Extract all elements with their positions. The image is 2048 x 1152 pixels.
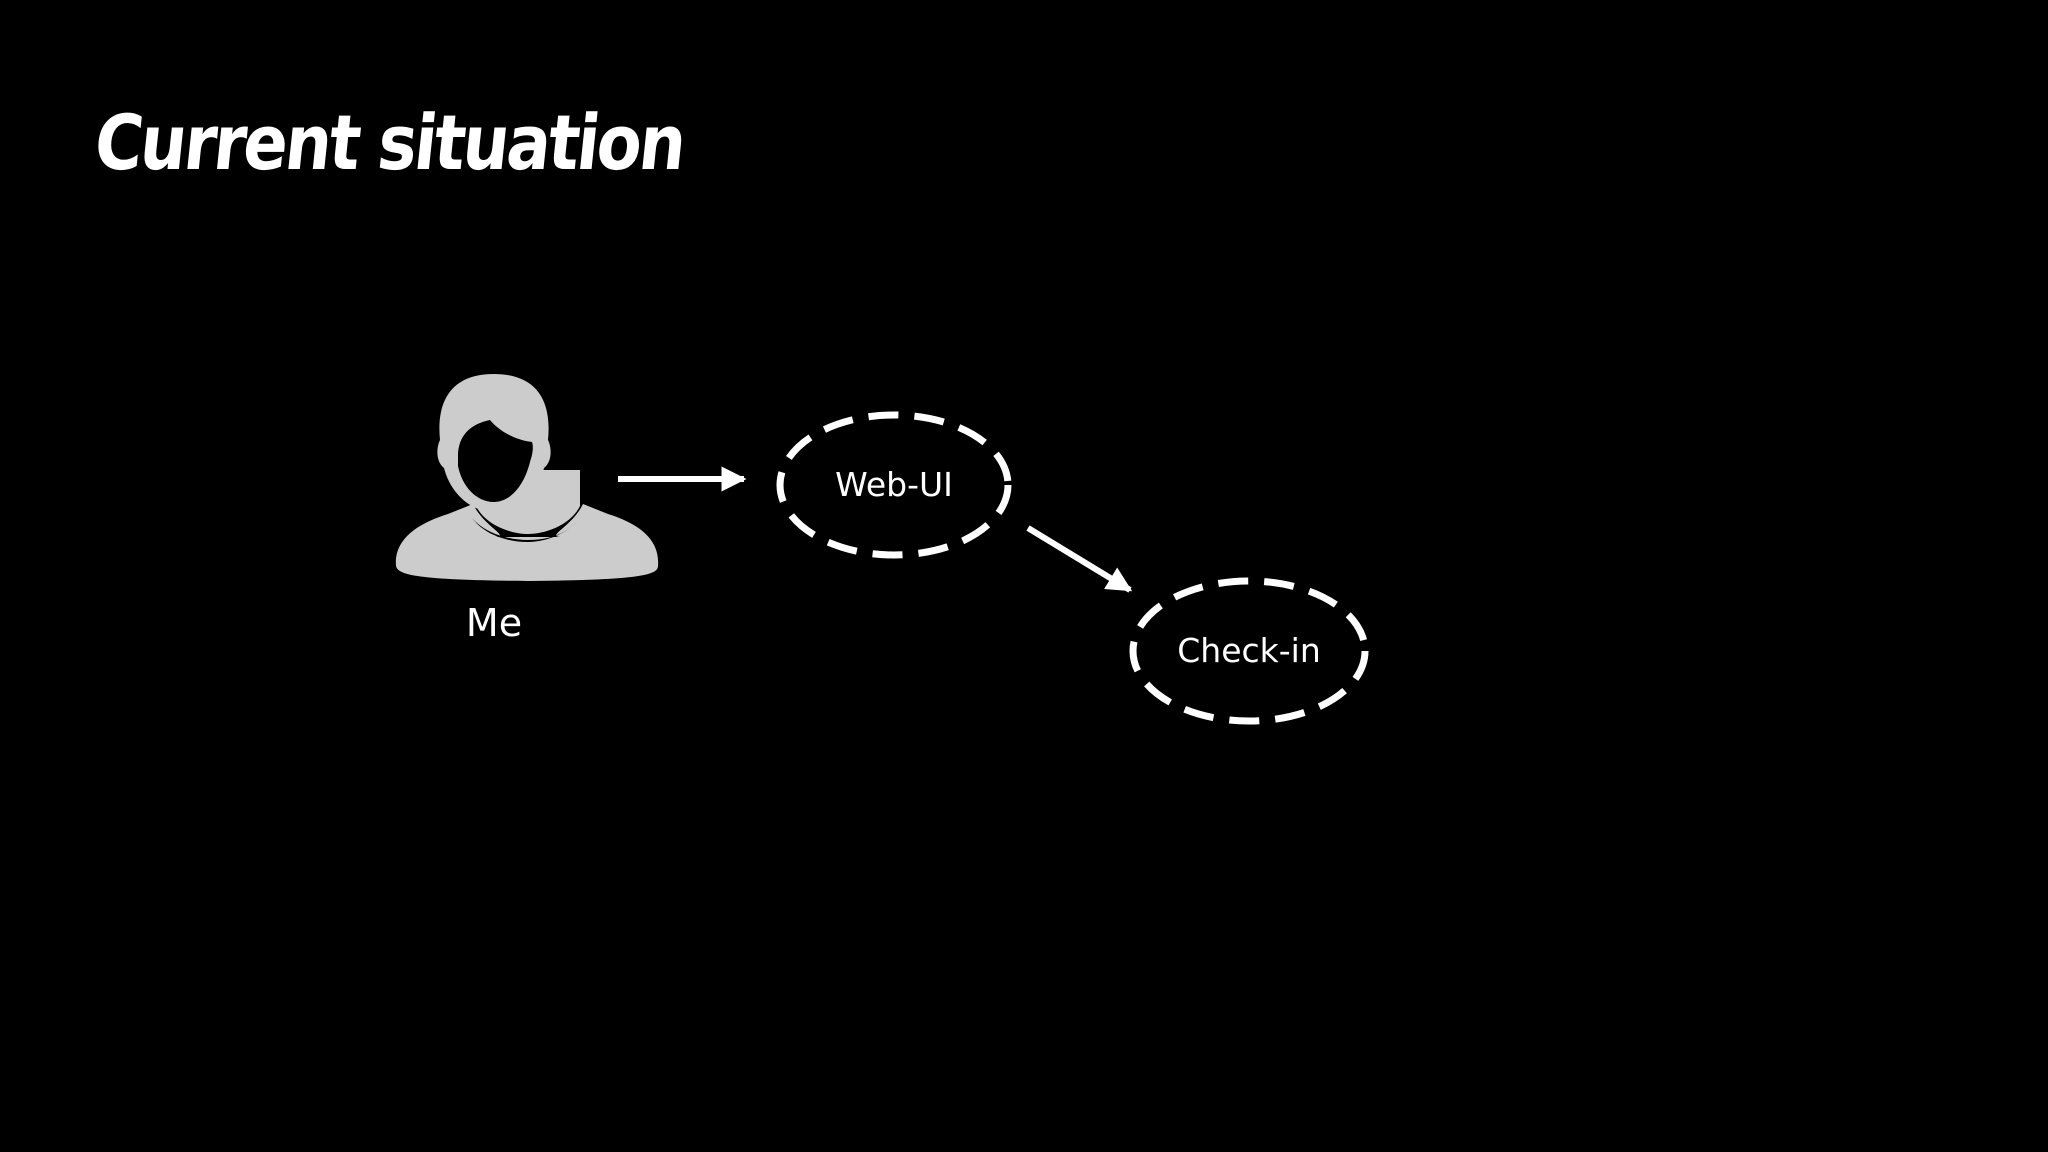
node-web-ui: Web-UI [776, 411, 1012, 559]
actor-label: Me [466, 601, 522, 645]
node-web-ui-label: Web-UI [835, 465, 953, 504]
node-check-in: Check-in [1129, 577, 1369, 725]
person-icon-details [458, 420, 576, 542]
edge-web-ui-to-check-in [1026, 525, 1133, 593]
node-check-in-label: Check-in [1177, 631, 1321, 670]
